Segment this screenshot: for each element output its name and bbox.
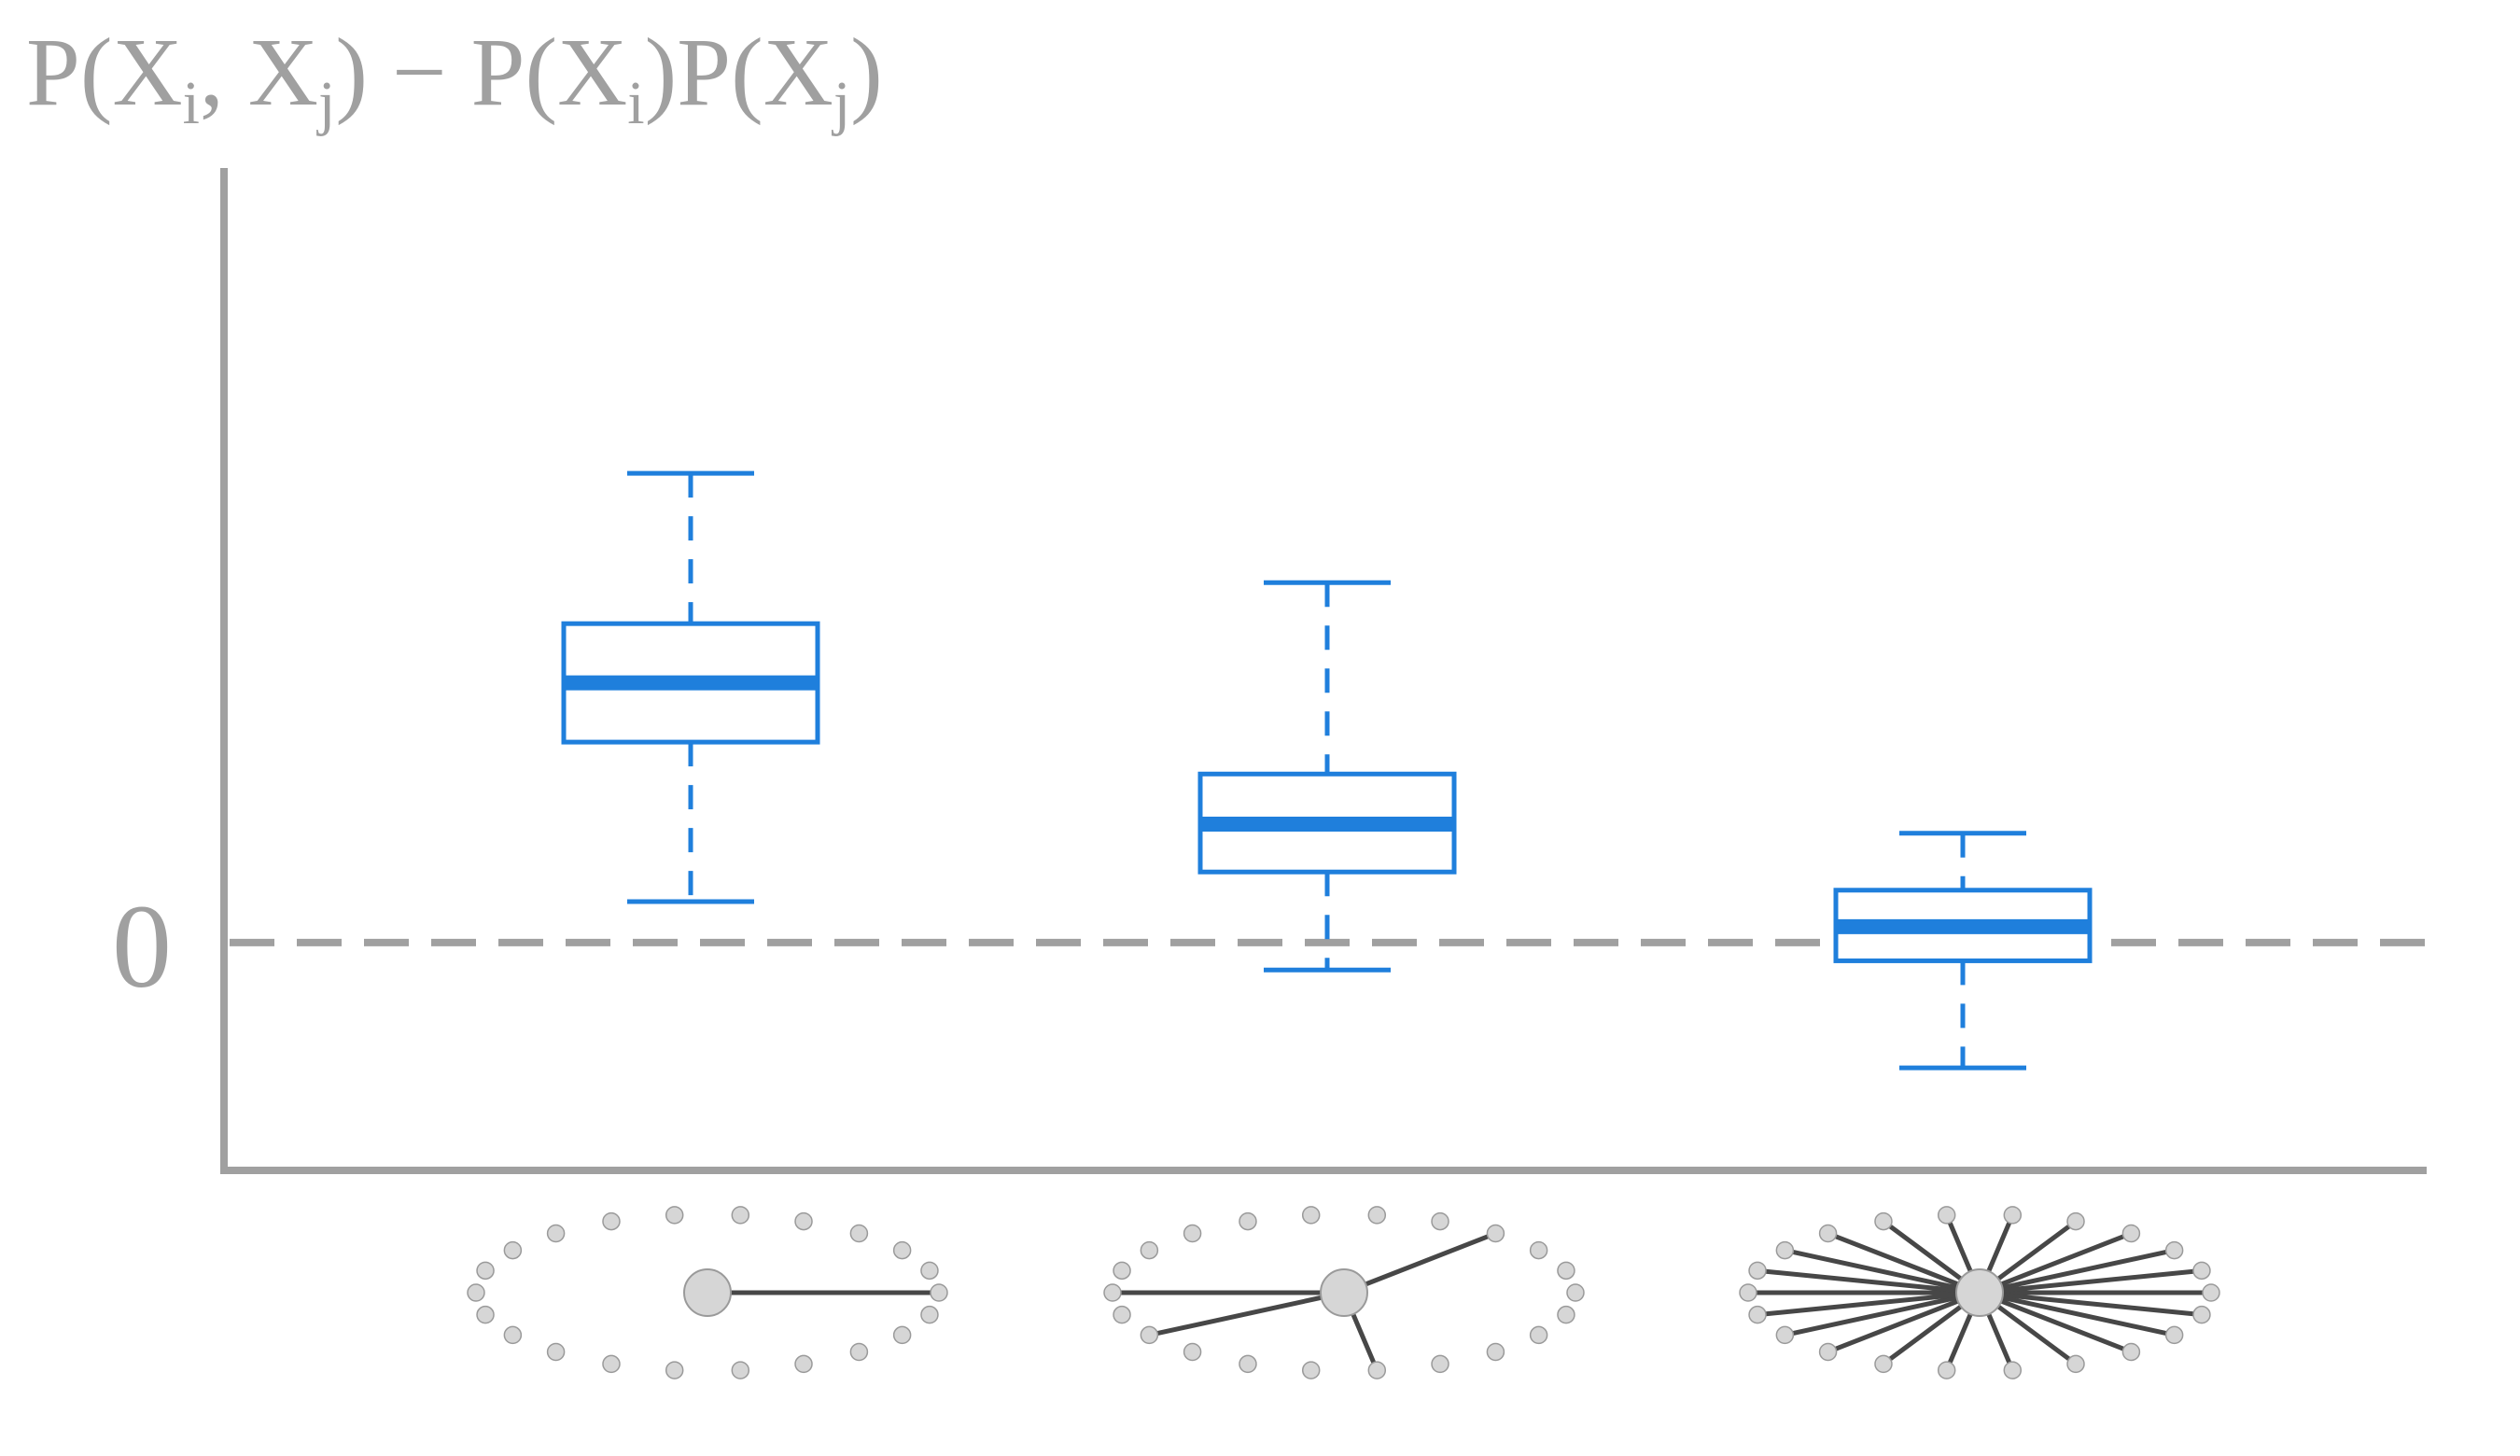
outer-node <box>2192 1261 2211 1281</box>
center-node <box>683 1268 732 1317</box>
outer-node <box>1818 1342 1838 1362</box>
outer-node <box>476 1261 495 1281</box>
outer-node <box>1937 1206 1956 1225</box>
edge <box>1979 1231 2133 1295</box>
network-icon-2 <box>1103 1206 1585 1379</box>
edge <box>1979 1267 2203 1295</box>
y-axis-title: P(Xi, Xj) − P(Xi)P(Xj) <box>26 19 883 137</box>
edge <box>1757 1267 1981 1295</box>
outer-node <box>1818 1224 1838 1243</box>
outer-node <box>1183 1224 1202 1243</box>
center-node <box>1320 1268 1368 1317</box>
outer-node <box>546 1342 566 1362</box>
outer-node <box>2164 1325 2184 1345</box>
outer-node <box>1239 1211 1257 1231</box>
edge <box>1979 1290 2133 1354</box>
outer-node <box>602 1211 621 1231</box>
outer-node <box>1874 1211 1893 1231</box>
outer-node <box>1140 1240 1159 1260</box>
outer-node <box>920 1261 939 1281</box>
outer-node <box>602 1354 621 1374</box>
edge <box>1148 1290 1345 1337</box>
outer-node <box>503 1325 523 1345</box>
box-one-edge <box>561 470 820 904</box>
outer-node <box>1529 1325 1548 1345</box>
outer-node <box>920 1305 939 1324</box>
outer-node <box>1103 1283 1122 1302</box>
box-few-edges <box>1197 580 1457 973</box>
outer-node <box>2121 1342 2141 1362</box>
outer-node <box>1113 1261 1131 1281</box>
outer-node <box>1529 1240 1548 1260</box>
box-group <box>561 470 2093 1071</box>
outer-node <box>476 1305 495 1324</box>
edge <box>1827 1290 1981 1354</box>
outer-node <box>1183 1342 1202 1362</box>
outer-node <box>1431 1354 1449 1374</box>
outer-node <box>1739 1283 1757 1302</box>
outer-node <box>546 1224 566 1243</box>
outer-node <box>2066 1354 2085 1374</box>
outer-node <box>1557 1305 1575 1324</box>
outer-node <box>731 1361 750 1379</box>
outer-node <box>1748 1305 1767 1324</box>
edge <box>1784 1290 1981 1337</box>
outer-node <box>2066 1211 2085 1231</box>
outer-node <box>1367 1206 1387 1225</box>
outer-node <box>1566 1283 1585 1302</box>
network-icon-3 <box>1739 1206 2220 1379</box>
outer-node <box>892 1240 912 1260</box>
outer-node <box>849 1224 869 1243</box>
outer-node <box>1431 1211 1449 1231</box>
outer-node <box>467 1283 485 1302</box>
outer-node <box>665 1361 684 1379</box>
outer-node <box>503 1240 523 1260</box>
edge <box>1827 1231 1981 1295</box>
outer-node <box>2164 1240 2184 1260</box>
outer-node <box>2192 1305 2211 1324</box>
outer-node <box>2121 1224 2141 1243</box>
network-icon-1 <box>467 1206 948 1379</box>
outer-node <box>930 1283 948 1302</box>
edge <box>1979 1290 2176 1337</box>
outer-node <box>1113 1305 1131 1324</box>
outer-node <box>1140 1325 1159 1345</box>
outer-node <box>1748 1261 1767 1281</box>
outer-node <box>1486 1342 1505 1362</box>
outer-node <box>794 1211 813 1231</box>
outer-node <box>1486 1224 1505 1243</box>
outer-node <box>1775 1325 1795 1345</box>
outer-node <box>1367 1361 1387 1379</box>
edge <box>1979 1248 2176 1295</box>
outer-node <box>892 1325 912 1345</box>
outer-node <box>2003 1361 2023 1379</box>
outer-node <box>1874 1354 1893 1374</box>
box-many-edges <box>1833 831 2093 1071</box>
edge <box>1784 1248 1981 1295</box>
edge <box>1343 1231 1497 1295</box>
network-icons <box>467 1206 2220 1379</box>
outer-node <box>849 1342 869 1362</box>
outer-node <box>2003 1206 2023 1225</box>
outer-node <box>1557 1261 1575 1281</box>
outer-node <box>731 1206 750 1225</box>
outer-node <box>1937 1361 1956 1379</box>
outer-node <box>1301 1361 1321 1379</box>
outer-node <box>665 1206 684 1225</box>
outer-node <box>794 1354 813 1374</box>
outer-node <box>1775 1240 1795 1260</box>
outer-node <box>1239 1354 1257 1374</box>
outer-node <box>1301 1206 1321 1225</box>
edge <box>1979 1290 2203 1318</box>
y-tick-label-0: 0 <box>112 880 172 1013</box>
center-node <box>1955 1268 2004 1317</box>
edge <box>1757 1290 1981 1318</box>
outer-node <box>2202 1283 2220 1302</box>
